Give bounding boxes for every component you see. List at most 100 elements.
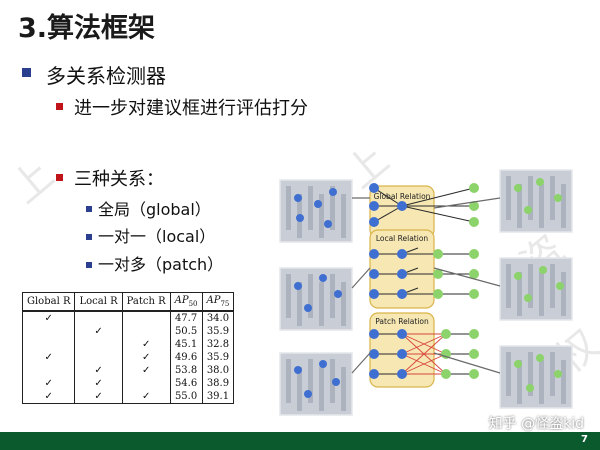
relation-edge xyxy=(373,187,403,207)
image-texture xyxy=(506,176,511,220)
table-cell: 50.5 xyxy=(169,325,203,338)
image-texture xyxy=(330,186,335,230)
table-cell: 38.9 xyxy=(201,377,235,390)
table-cell xyxy=(21,364,76,377)
panel-node xyxy=(332,378,340,386)
relation-edge xyxy=(401,333,447,375)
blue-node xyxy=(369,217,379,227)
blue-node xyxy=(397,289,407,299)
table-cell: ✓ xyxy=(21,310,76,325)
page-number: 7 xyxy=(581,434,588,445)
table-cell: 32.8 xyxy=(201,338,235,351)
green-node xyxy=(441,369,451,379)
table-cell xyxy=(121,377,171,390)
panel-node xyxy=(524,294,532,302)
blue-node xyxy=(369,201,379,211)
image-texture xyxy=(517,184,522,228)
relation-edge xyxy=(401,353,447,375)
panel-node xyxy=(319,274,327,282)
image-texture xyxy=(308,359,313,403)
relation-edge xyxy=(401,187,475,207)
image-texture xyxy=(286,186,291,230)
panel-node xyxy=(294,282,302,290)
panel-node xyxy=(294,194,302,202)
image-texture xyxy=(550,264,555,308)
bullet-local: 一对一（local） xyxy=(98,227,216,246)
bullet-marker xyxy=(86,262,92,268)
image-panel xyxy=(279,179,353,243)
green-node xyxy=(469,349,479,359)
green-node xyxy=(469,269,479,279)
image-texture xyxy=(308,274,313,318)
image-texture xyxy=(539,360,544,404)
image-texture xyxy=(506,264,511,308)
table-cell: 39.1 xyxy=(201,390,235,404)
image-texture xyxy=(528,176,533,220)
bullet-level2-evaluate: 进一步对建议框进行评估打分 xyxy=(74,98,308,119)
blue-node xyxy=(397,329,407,339)
table-cell: ✓ xyxy=(74,377,123,390)
blue-node xyxy=(369,269,379,279)
image-texture xyxy=(539,272,544,316)
image-texture xyxy=(528,264,533,308)
panel-node xyxy=(319,360,327,368)
table-cell: ✓ xyxy=(74,325,123,338)
image-texture xyxy=(297,282,302,326)
panel-node xyxy=(304,390,312,398)
image-texture xyxy=(506,352,511,396)
image-texture xyxy=(539,184,544,228)
blue-node xyxy=(369,249,379,259)
image-texture xyxy=(286,274,291,318)
table-cell: ✓ xyxy=(121,338,171,351)
green-node xyxy=(469,329,479,339)
blue-node xyxy=(369,329,379,339)
panel-node xyxy=(294,366,302,374)
panel-node xyxy=(539,266,547,274)
table-cell: ✓ xyxy=(121,390,171,404)
table-cell: 54.6 xyxy=(169,377,203,390)
table-cell: ✓ xyxy=(21,377,76,390)
panel-node xyxy=(526,384,534,392)
image-texture xyxy=(528,352,533,396)
table-cell: ✓ xyxy=(121,351,171,364)
table-cell: 35.9 xyxy=(201,351,235,364)
col-header-ap50: AP50 xyxy=(169,292,203,312)
image-texture xyxy=(319,194,324,238)
image-texture xyxy=(341,194,346,238)
image-texture xyxy=(308,186,313,230)
image-texture xyxy=(561,272,566,316)
table-cell: 45.1 xyxy=(169,338,203,351)
image-texture xyxy=(517,360,522,404)
panel-node xyxy=(514,184,522,192)
panel-node xyxy=(324,220,332,228)
image-texture xyxy=(561,184,566,228)
panel-node xyxy=(554,194,562,202)
panel-node xyxy=(514,360,522,368)
table-cell: ✓ xyxy=(121,364,171,377)
relation-edge xyxy=(351,352,371,374)
table-cell: 38.0 xyxy=(201,364,235,377)
panel-node xyxy=(554,370,562,378)
green-node xyxy=(469,249,479,259)
image-panel xyxy=(279,352,353,416)
multi-relation-diagram: Global Relation Local Relation Patch Rel… xyxy=(279,169,573,416)
blue-node xyxy=(397,369,407,379)
image-texture xyxy=(517,272,522,316)
table-cell: 47.7 xyxy=(169,310,203,325)
table-cell: ✓ xyxy=(74,364,123,377)
table-cell: 49.6 xyxy=(169,351,203,364)
green-node xyxy=(433,249,443,259)
panel-node xyxy=(514,272,522,280)
panel-node xyxy=(296,214,304,222)
table-cell: 35.9 xyxy=(201,325,235,338)
table-cell: ✓ xyxy=(21,390,76,404)
ablation-table: Global R Local R Patch R AP50 AP75 ✓47.7… xyxy=(21,292,235,404)
panel-node xyxy=(556,282,564,290)
patch-relation-label: Patch Relation xyxy=(375,317,429,326)
green-node xyxy=(469,369,479,379)
